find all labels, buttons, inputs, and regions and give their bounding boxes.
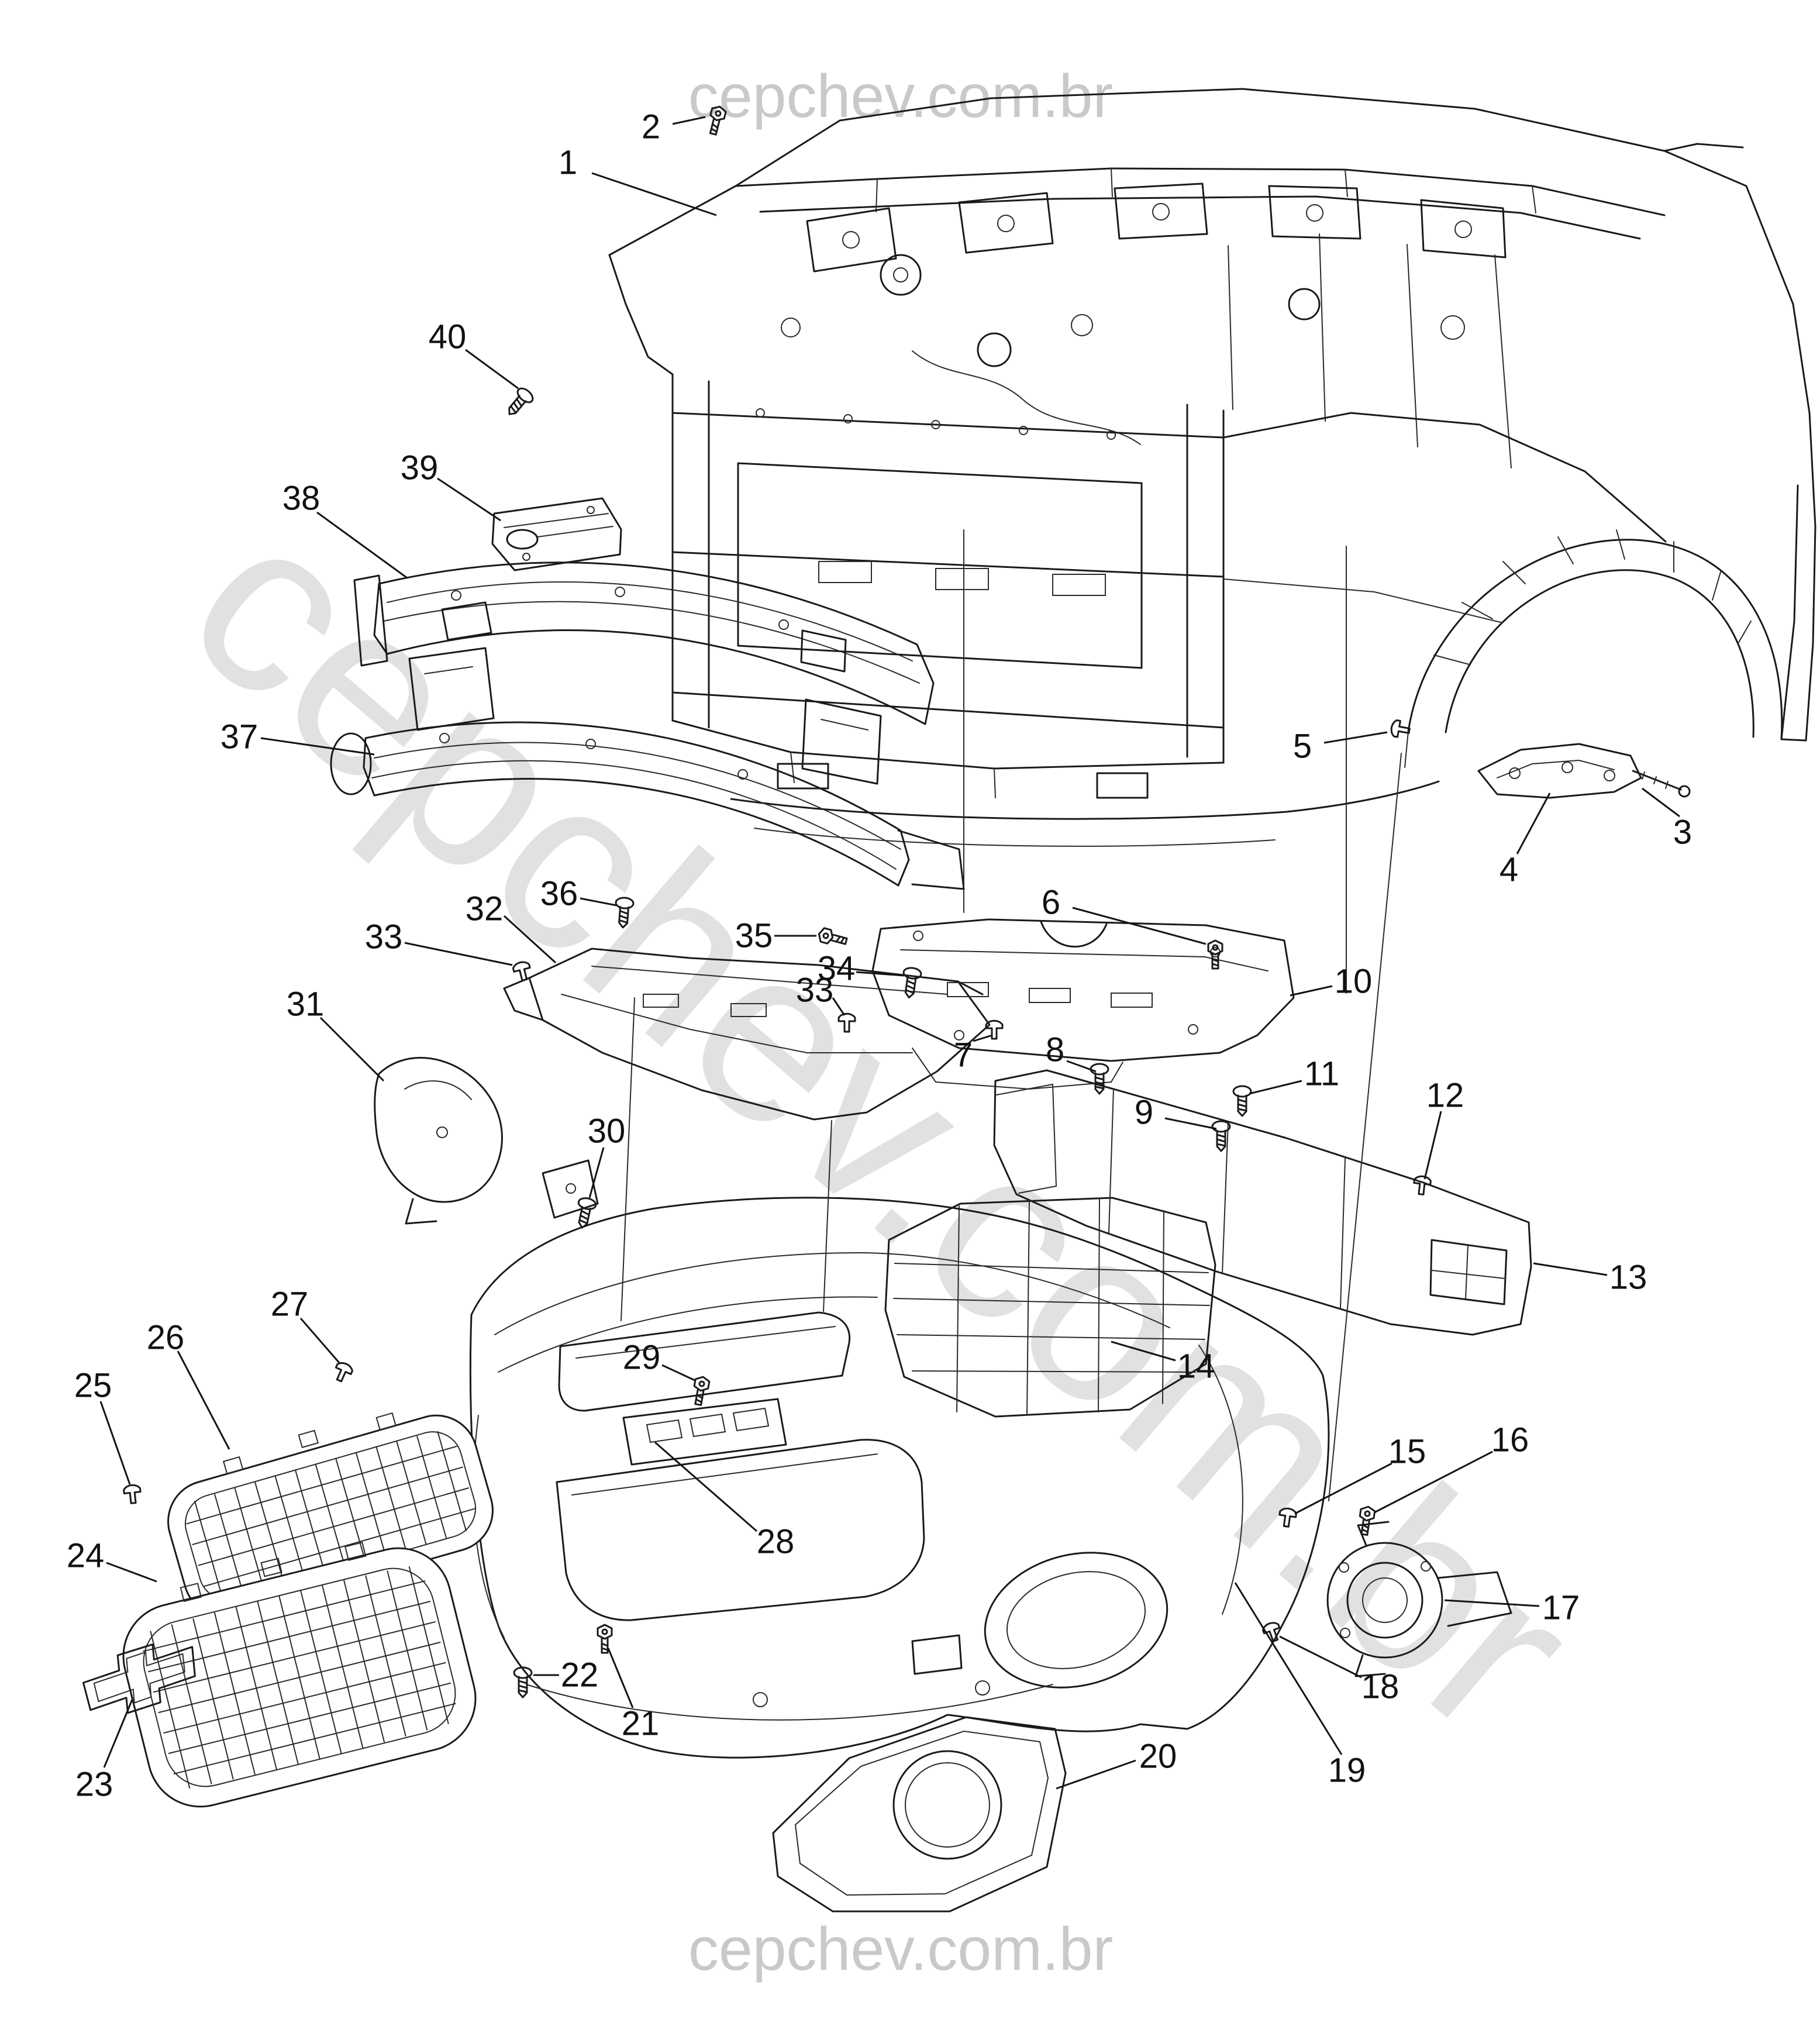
leader-line-33 (404, 942, 513, 966)
leader-line-9 (1164, 1117, 1217, 1130)
bowtie-emblem-23 (82, 1643, 196, 1714)
center-bracket-28 (622, 1398, 787, 1466)
leader-line-37 (260, 737, 375, 756)
leader-line-17 (1444, 1599, 1540, 1607)
body-structure (608, 88, 1811, 847)
leader-line-21 (607, 1648, 634, 1708)
lower-grille-panel-14 (884, 1197, 1216, 1418)
leader-line-34 (856, 971, 905, 977)
leader-line-38 (316, 511, 408, 579)
headlamp-bracket-31 (374, 1057, 503, 1225)
leader-line-1 (591, 172, 717, 216)
front-fascia (469, 1197, 1330, 1759)
leader-line-40 (465, 349, 519, 390)
leader-line-20 (1056, 1759, 1136, 1790)
lower-beam-37 (330, 721, 965, 890)
leader-line-7 (973, 1034, 993, 1042)
watermark-bottom: cepchev.com.br (688, 1915, 1113, 1983)
leader-line-6 (1072, 907, 1207, 945)
leader-line-5 (1323, 731, 1388, 744)
leader-line-8 (1066, 1060, 1097, 1073)
leader-line-30 (588, 1147, 605, 1198)
fog-lamp-17 (1326, 1521, 1512, 1677)
leader-line-18 (1279, 1635, 1362, 1679)
leader-line-24 (106, 1562, 157, 1583)
upper-deflector-panel-32 (503, 947, 991, 1121)
callout-leader-lines (99, 116, 1680, 1790)
alignment-lines (621, 529, 1402, 1501)
leader-line-16 (1374, 1450, 1493, 1514)
leader-line-25 (99, 1401, 131, 1485)
fender-liner-bracket-30 (542, 1159, 599, 1219)
lower-grille-24 (122, 1541, 477, 1808)
cotter-pin-3 (1632, 770, 1691, 798)
leader-line-19 (1234, 1582, 1343, 1755)
leader-line-31 (319, 1017, 385, 1082)
leader-line-13 (1533, 1262, 1608, 1276)
leader-line-15 (1294, 1462, 1392, 1515)
mounting-bracket-39 (491, 497, 622, 571)
leader-line-29 (661, 1364, 695, 1381)
leader-line-4 (1516, 793, 1551, 854)
leader-line-28 (654, 1441, 757, 1532)
leader-line-39 (437, 477, 501, 522)
leader-line-33 (832, 997, 846, 1016)
leader-line-11 (1249, 1080, 1302, 1095)
leader-line-3 (1642, 787, 1680, 818)
leader-line-10 (1290, 985, 1333, 997)
leader-line-2 (672, 116, 706, 125)
leader-line-12 (1423, 1111, 1442, 1180)
leader-line-23 (103, 1699, 133, 1768)
leader-line-27 (299, 1318, 340, 1363)
energy-absorber-13 (993, 1069, 1532, 1336)
leader-line-36 (580, 897, 617, 907)
fender-bracket-4 (1477, 743, 1642, 799)
fog-lamp-bezel-20 (772, 1716, 1067, 1913)
leader-line-26 (177, 1350, 230, 1450)
fender-and-wheel-arch (1404, 412, 1816, 768)
leader-line-14 (1111, 1341, 1176, 1362)
leader-line-32 (503, 915, 557, 964)
